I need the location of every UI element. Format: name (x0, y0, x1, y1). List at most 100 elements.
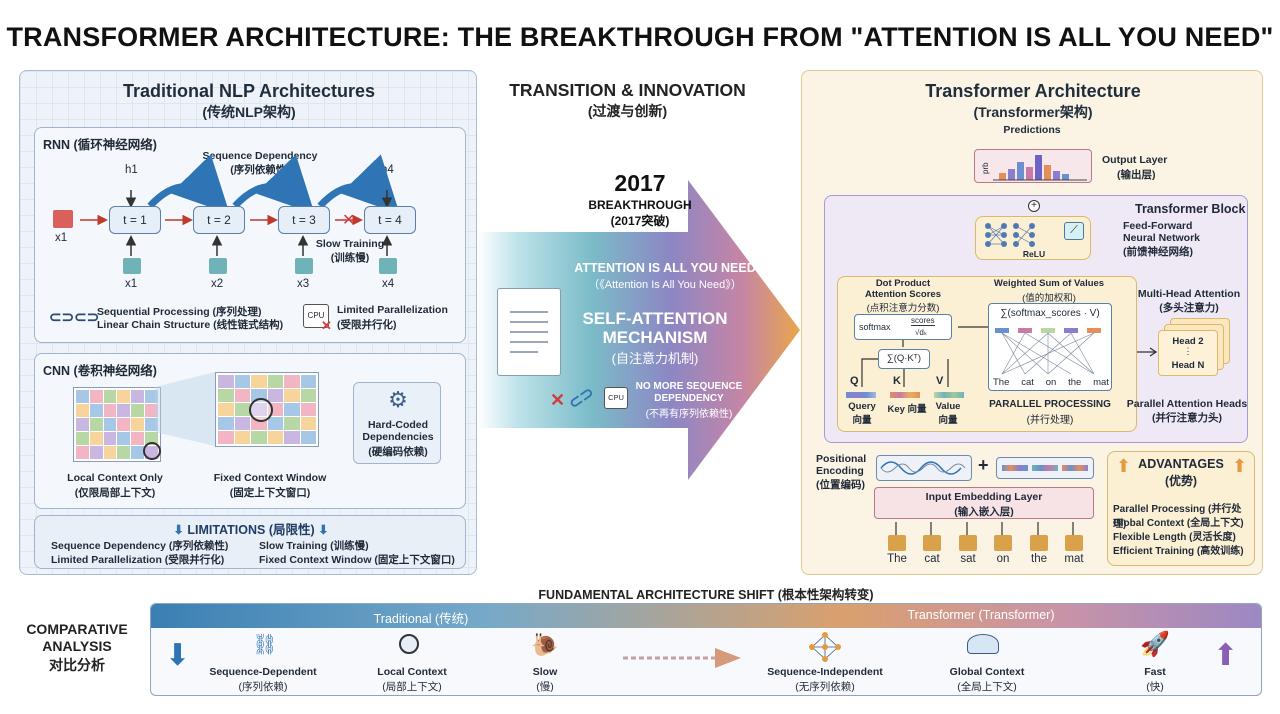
limit-slow: Slow Training (训练慢) (259, 540, 369, 552)
parallel-label-cn: (并行处理) (1026, 415, 1074, 426)
rnn-label: RNN (循环神经网络) (43, 138, 157, 152)
compare-item-cn: (慢) (536, 681, 554, 693)
token: the (1031, 553, 1047, 565)
compare-item-label: Slow (532, 666, 558, 678)
compare-item-label: Fast (1144, 666, 1166, 678)
no-more-2: DEPENDENCY (654, 393, 724, 404)
adv-item: Flexible Length (灵活长度) (1113, 532, 1236, 543)
positional-label-cn: (位置编码) (816, 479, 865, 491)
transformer-panel: Transformer Architecture (Transformer架构)… (801, 70, 1263, 575)
year-label: 2017 (614, 170, 666, 196)
book-icon (379, 258, 397, 274)
up-arrow-icon: ⬆ (1232, 456, 1248, 476)
attn-word: The (993, 377, 1010, 388)
token: sat (960, 553, 976, 565)
ffn-label-2: Neural Network (1123, 232, 1201, 244)
mha-label: Multi-Head Attention (1137, 288, 1241, 300)
breakthrough-label-cn: (2017突破) (610, 214, 670, 228)
sqrt-dk-label: √dₖ (915, 328, 928, 337)
hard-coded-1: Hard-Coded (367, 419, 429, 431)
compare-item-label: Global Context (949, 666, 1025, 678)
embedding-vectors (996, 457, 1094, 479)
positional-label-1: Positional (816, 453, 867, 465)
parallel-heads-label: Parallel Attention Heads (1126, 398, 1248, 410)
book-icon (209, 258, 227, 274)
snail-icon: 🐌 (531, 632, 559, 657)
add-icon: + (1028, 200, 1040, 212)
embedding-label: Input Embedding Layer (925, 491, 1043, 503)
down-arrow-icon: ⬇ (318, 523, 329, 537)
token-icons (886, 535, 1106, 553)
scores-label: scores (911, 316, 935, 326)
comparison-bar: Traditional (传统) Transformer (Transforme… (150, 603, 1262, 696)
transformer-title-cn: (Transformer架构) (973, 104, 1093, 120)
limitations-title: LIMITATIONS (局限性) (187, 523, 315, 537)
breakthrough-label: BREAKTHROUGH (588, 198, 692, 212)
input-embedding-layer: Input Embedding Layer (输入嵌入层) (874, 487, 1094, 519)
rnn-arrows: ✕ (80, 154, 400, 256)
embedding-label-cn: (输入嵌入层) (954, 506, 1014, 518)
hard-coded-cn: (硬编码依赖) (368, 446, 428, 458)
limitations-box: ⬇ LIMITATIONS (局限性) ⬇ Sequence Dependenc… (34, 515, 466, 569)
slow-training-cn: (训练慢) (330, 252, 370, 264)
book-icon (959, 535, 977, 551)
up-arrow-icon: ⬆ (1213, 639, 1239, 672)
hard-coded-2: Dependencies (362, 431, 434, 443)
rnn-step-3: t = 3 (278, 206, 330, 234)
compare-item-cn: (局部上下文) (382, 681, 442, 693)
adv-item: Parallel Processing (并行处理) (1113, 504, 1242, 530)
query-label-cn: 向量 (852, 415, 872, 426)
attn-word: on (1045, 377, 1057, 388)
compare-item-cn: (快) (1146, 681, 1164, 693)
transition-arrow (478, 180, 800, 480)
compare-item-cn: (序列依赖) (238, 681, 288, 693)
transformer-block-label: Transformer Block (1135, 202, 1246, 216)
limited-parallel: Limited Parallelization (337, 304, 448, 316)
local-context-label-cn: (仅限局部上下文) (74, 487, 156, 499)
output-layer-label-cn: (输出层) (1117, 169, 1156, 181)
prediction-bars (993, 155, 1087, 181)
advantages-title: ADVANTAGES (1138, 457, 1224, 471)
value-label-cn: 向量 (938, 415, 958, 426)
head-arrow (1137, 347, 1158, 357)
ffn-label-cn: (前馈神经网络) (1123, 246, 1193, 258)
chain-icon: ⊂⊃⊂⊃ (49, 309, 100, 326)
globe-icon (967, 634, 999, 654)
cross-icon: ✕ (321, 318, 332, 333)
input-x1: x1 (125, 278, 138, 290)
token: The (887, 553, 907, 565)
linear-chain: Linear Chain Structure (线性链式结构) (97, 319, 284, 331)
output-layer-label: Output Layer (1102, 154, 1168, 166)
ffn-label-1: Feed-Forward (1123, 220, 1193, 232)
token: mat (1064, 553, 1084, 565)
self-attn-cn: (自注意力机制) (611, 351, 699, 366)
document-icon (497, 288, 561, 376)
no-more-cn: (不再有序列依赖性) (645, 409, 733, 420)
qk-sum: ∑(Q·Kᵀ) (878, 349, 930, 369)
weighted-sum-box: ∑(softmax_scores · V) The cat on the mat (988, 303, 1112, 391)
mha-label-cn: (多头注意力) (1159, 302, 1219, 314)
traditional-header: Traditional (传统) (373, 612, 469, 626)
cpu-icon: CPU (604, 387, 628, 409)
rnn-panel: RNN (循环神经网络) Sequence Dependency (序列依赖性)… (34, 127, 466, 343)
svg-text:✕: ✕ (342, 210, 355, 229)
compare-item-label: Sequence-Independent (767, 666, 883, 678)
comparison-header: Traditional (传统) Transformer (Transforme… (151, 604, 1261, 628)
weighted-sum-formula: ∑(softmax_scores · V) (1000, 308, 1100, 319)
left-input-x1: x1 (55, 232, 68, 244)
rnn-step-2: t = 2 (193, 206, 245, 234)
self-attention-box: Dot Product Attention Scores (点积注意力分数) s… (837, 276, 1137, 432)
transformer-block: Transformer Block + ⟋ ReLU Feed-Forward … (824, 195, 1248, 443)
traditional-panel: Traditional NLP Architectures (传统NLP架构) … (19, 70, 477, 575)
rocket-icon: 🚀 (1140, 631, 1170, 658)
input-tokens: The cat sat on the mat (882, 553, 1114, 569)
softmax-formula: softmax scores √dₖ (854, 314, 952, 340)
weighted-sum-label-cn: (值的加权和) (1022, 293, 1076, 304)
sine-wave-icon (880, 461, 966, 475)
seq-processing: Sequential Processing (序列处理) (97, 306, 262, 318)
fixed-window-label-cn: (固定上下文窗口) (229, 487, 311, 499)
rnn-step-4: t = 4 (364, 206, 416, 234)
cnn-label: CNN (卷积神经网络) (43, 364, 157, 378)
book-icon (295, 258, 313, 274)
comparative-2: ANALYSIS (42, 638, 112, 654)
